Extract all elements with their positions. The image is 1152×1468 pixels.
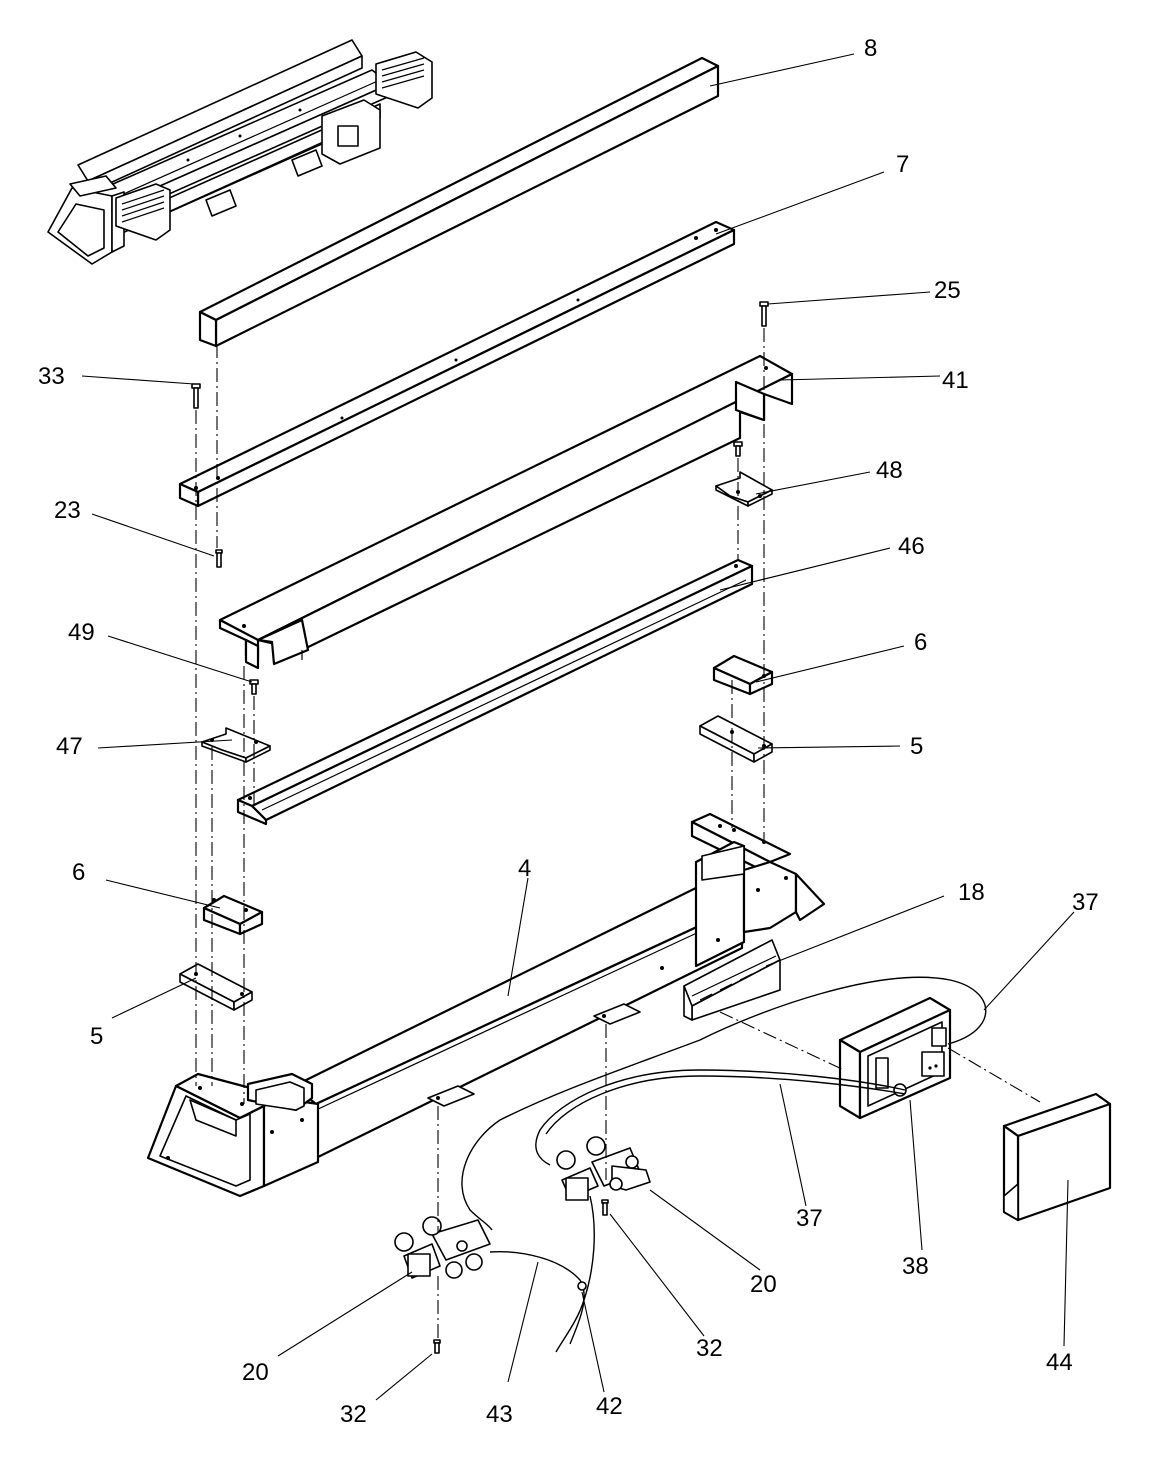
callout-46: 46 xyxy=(898,533,925,560)
callout-6-left: 6 xyxy=(72,859,85,886)
callout-47: 47 xyxy=(56,733,83,760)
part-33-bolt xyxy=(191,383,201,409)
cables xyxy=(461,976,987,1353)
callout-5-left: 5 xyxy=(90,1023,103,1050)
part-23-bolt xyxy=(215,549,223,568)
part-25-bolt xyxy=(759,301,769,327)
part-46-angle-bar xyxy=(236,558,754,826)
callout-32-right: 32 xyxy=(696,1335,723,1362)
part-7-flat-bar xyxy=(178,220,736,508)
part-32-right-bolt xyxy=(601,1199,609,1216)
callout-42: 42 xyxy=(596,1393,623,1420)
callout-37-top: 37 xyxy=(1072,889,1099,916)
callout-33: 33 xyxy=(38,363,65,390)
part-32-left-bolt xyxy=(433,1339,441,1354)
part-20-right-sensor xyxy=(556,1136,651,1201)
callout-48: 48 xyxy=(876,457,903,484)
leader-lines xyxy=(81,53,1075,1401)
callout-37-mid: 37 xyxy=(796,1205,823,1232)
part-6-right-spacer xyxy=(712,654,774,696)
part-41-screw xyxy=(733,441,743,457)
part-4-base-frame xyxy=(146,812,826,1198)
part-48-plate xyxy=(715,471,773,507)
callout-41: 41 xyxy=(942,367,969,394)
callout-20-left: 20 xyxy=(242,1359,269,1386)
callout-32-left: 32 xyxy=(340,1401,367,1428)
part-8-top-beam xyxy=(198,56,720,348)
callout-8: 8 xyxy=(864,35,877,62)
part-6-left-spacer xyxy=(202,894,264,936)
assembled-view-inset xyxy=(47,39,433,265)
part-47-plate xyxy=(201,727,271,763)
part-5-left-shim xyxy=(179,963,253,1011)
part-41-channel xyxy=(218,354,794,670)
callout-4: 4 xyxy=(518,855,531,882)
center-lines xyxy=(195,328,1041,1340)
part-18-din-rail xyxy=(683,939,781,1021)
callout-44: 44 xyxy=(1046,1349,1073,1376)
callout-6-right: 6 xyxy=(914,629,927,656)
callout-49: 49 xyxy=(68,619,95,646)
callout-labels: 8 7 25 33 41 48 23 46 49 6 47 5 6 4 18 3… xyxy=(38,35,1099,1428)
callout-20-right: 20 xyxy=(750,1271,777,1298)
part-44-cover xyxy=(1002,1092,1112,1222)
callout-38: 38 xyxy=(902,1253,929,1280)
callout-23: 23 xyxy=(54,497,81,524)
part-49-bolt xyxy=(249,679,259,695)
callout-25: 25 xyxy=(934,277,961,304)
callout-18: 18 xyxy=(958,879,985,906)
callout-5-right: 5 xyxy=(910,733,923,760)
part-5-right-shim xyxy=(699,715,773,763)
part-20-left-sensor xyxy=(394,1216,491,1279)
callout-43: 43 xyxy=(486,1401,513,1428)
part-38-control-box xyxy=(838,996,952,1120)
callout-7: 7 xyxy=(896,151,909,178)
